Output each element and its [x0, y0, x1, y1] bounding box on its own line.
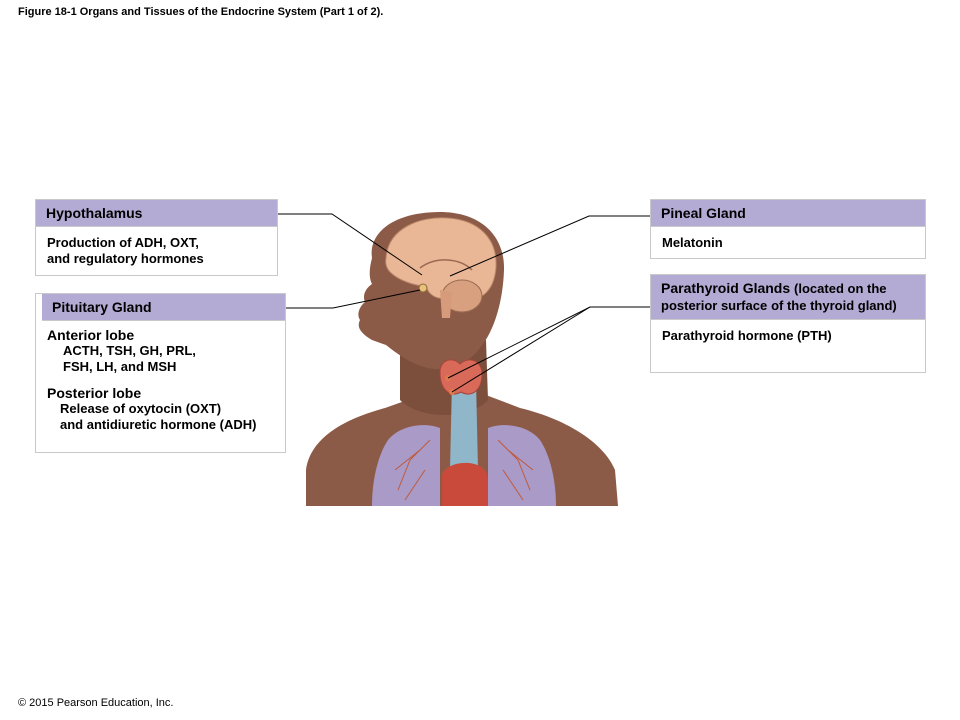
parathyroid-heading: Parathyroid Glands (located on the poste…	[651, 275, 925, 320]
hypothalamus-line: and regulatory hormones	[47, 251, 204, 266]
human-figure	[306, 212, 618, 506]
pineal-line: Melatonin	[662, 235, 723, 250]
parathyroid-heading-line: Parathyroid Glands	[661, 280, 791, 296]
anterior-lobe-heading: Anterior lobe	[47, 327, 135, 343]
posterior-lobe-line: Release of oxytocin (OXT)	[60, 401, 222, 416]
leader-lines	[278, 213, 650, 393]
right-lung	[488, 425, 556, 506]
pituitary-callout: Pituitary Gland Anterior lobe ACTH, TSH,…	[35, 293, 286, 453]
leader-hypothalamus	[278, 213, 423, 276]
leader-pituitary	[286, 289, 421, 309]
anterior-lobe-line: FSH, LH, and MSH	[63, 359, 177, 374]
posterior-lobe-line: and antidiuretic hormone (ADH)	[60, 417, 257, 432]
hypothalamus-heading: Hypothalamus	[36, 200, 277, 227]
parathyroid-line: Parathyroid hormone (PTH)	[662, 328, 832, 343]
trachea	[450, 380, 478, 470]
pineal-callout: Pineal Gland Melatonin	[650, 199, 926, 259]
brainstem	[440, 290, 452, 318]
pituitary-body: Anterior lobe ACTH, TSH, GH, PRL, FSH, L…	[36, 321, 285, 441]
leader-pineal	[449, 215, 650, 277]
figure-title: Figure 18-1 Organs and Tissues of the En…	[18, 6, 384, 18]
anterior-lobe-line: ACTH, TSH, GH, PRL,	[63, 343, 196, 358]
heart	[441, 462, 488, 506]
parathyroid-body: Parathyroid hormone (PTH)	[651, 320, 925, 352]
left-lung	[372, 425, 440, 506]
pituitary-heading: Pituitary Gland	[42, 294, 285, 321]
parathyroid-heading-line: (located on the posterior surface	[661, 281, 887, 313]
copyright-notice: © 2015 Pearson Education, Inc.	[18, 697, 174, 709]
parathyroid-heading-line: of the thyroid gland)	[771, 298, 897, 313]
leader-parathyroid-b	[451, 306, 591, 393]
hypothalamus-body: Production of ADH, OXT, and regulatory h…	[36, 227, 277, 275]
hypothalamus-callout: Hypothalamus Production of ADH, OXT, and…	[35, 199, 278, 276]
pineal-heading: Pineal Gland	[651, 200, 925, 227]
pineal-body: Melatonin	[651, 227, 925, 259]
hypothalamus-line: Production of ADH, OXT,	[47, 235, 199, 250]
parathyroid-callout: Parathyroid Glands (located on the poste…	[650, 274, 926, 373]
pituitary-gland	[418, 283, 428, 293]
posterior-lobe-heading: Posterior lobe	[47, 385, 142, 401]
